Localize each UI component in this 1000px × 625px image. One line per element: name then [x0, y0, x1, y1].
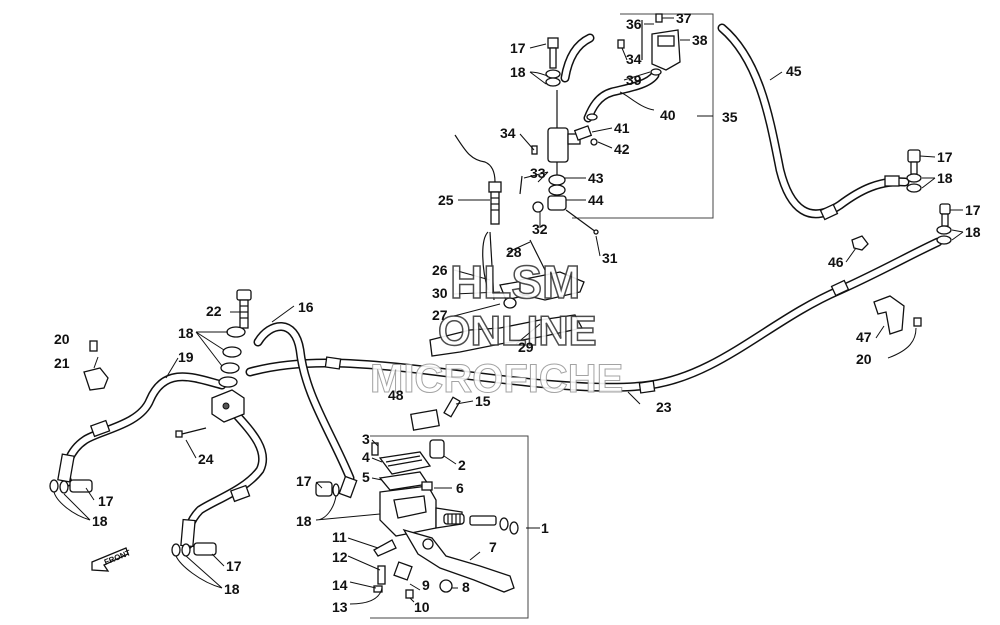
callout-17-master: 17: [296, 473, 312, 489]
callout-30: 30: [432, 285, 448, 301]
master-cylinder-assembly: [371, 396, 519, 599]
clip-46: [851, 235, 869, 251]
callout-18-left-bottom: 18: [224, 581, 240, 597]
callout-19: 19: [178, 349, 194, 365]
callout-39: 39: [626, 72, 642, 88]
callout-18-master: 18: [296, 513, 312, 529]
callout-33: 33: [530, 165, 546, 181]
callout-1: 1: [541, 520, 549, 536]
watermark-line-1: HLSM: [450, 256, 580, 308]
callout-14: 14: [332, 577, 348, 593]
callout-labels: 1 2 3 4 5 6 7 8 9 10 11 12 13 14 15 16 1…: [54, 10, 981, 615]
callout-44: 44: [588, 192, 604, 208]
callout-43: 43: [588, 170, 604, 186]
callout-18-right-upper: 18: [937, 170, 953, 186]
callout-3: 3: [362, 431, 370, 447]
callout-23: 23: [656, 399, 672, 415]
callout-18-rear-master: 18: [510, 64, 526, 80]
callout-7: 7: [489, 539, 497, 555]
callout-26: 26: [432, 262, 448, 278]
callout-28: 28: [506, 244, 522, 260]
callout-27: 27: [432, 307, 448, 323]
brake-switch-25: [488, 181, 502, 225]
brake-junction-block: [211, 389, 245, 423]
callout-11: 11: [332, 529, 347, 545]
callout-21: 21: [54, 355, 70, 371]
callout-29: 29: [518, 339, 534, 355]
callout-17-left-bottom: 17: [226, 558, 242, 574]
callout-12: 12: [332, 549, 348, 565]
callout-2: 2: [458, 457, 466, 473]
banjo-bolt-22: [236, 289, 252, 329]
brake-hoses: [61, 23, 943, 550]
callout-20-left: 20: [54, 331, 70, 347]
fitting-17-right-lower: [936, 203, 952, 245]
fitting-17-right-upper: [906, 149, 922, 193]
watermark-line-3: MICROFICHE: [370, 357, 623, 401]
callout-17-right-lower: 17: [965, 202, 981, 218]
callout-17-right-upper: 17: [937, 149, 953, 165]
master-cylinder-group-bracket: [370, 435, 529, 619]
watermark-line-2: ONLINE: [438, 307, 597, 354]
bolt-24: [175, 427, 207, 438]
callout-46: 46: [828, 254, 844, 270]
callout-36: 36: [626, 16, 642, 32]
callout-42: 42: [614, 141, 630, 157]
callout-38: 38: [692, 32, 708, 48]
crush-washers-18: [218, 326, 246, 388]
callout-4: 4: [362, 449, 370, 465]
callout-16: 16: [298, 299, 314, 315]
fitting-17-left: [49, 479, 217, 557]
callout-5: 5: [362, 469, 370, 485]
bracket-47: [873, 295, 922, 335]
callout-17-left-top: 17: [98, 493, 114, 509]
watermark: HLSM ONLINE MICROFICHE: [370, 255, 624, 401]
callout-8: 8: [462, 579, 470, 595]
callout-6: 6: [456, 480, 464, 496]
callout-35: 35: [722, 109, 738, 125]
callout-31: 31: [602, 250, 618, 266]
callout-18-junction: 18: [178, 325, 194, 341]
callout-10: 10: [414, 599, 430, 615]
callout-15: 15: [475, 393, 491, 409]
callout-32: 32: [532, 221, 548, 237]
hose-ferrules: [57, 175, 900, 548]
clamp-21: [83, 340, 109, 391]
callout-24: 24: [198, 451, 214, 467]
callout-37: 37: [676, 10, 692, 26]
callout-13: 13: [332, 599, 348, 615]
callout-25: 25: [438, 192, 454, 208]
callout-45: 45: [786, 63, 802, 79]
callout-41: 41: [614, 120, 630, 136]
callout-22: 22: [206, 303, 222, 319]
callout-18-left-top: 18: [92, 513, 108, 529]
callout-18-right-lower: 18: [965, 224, 981, 240]
callout-48: 48: [388, 387, 404, 403]
callout-9: 9: [422, 577, 430, 593]
front-direction-arrow: FRONT: [91, 547, 132, 572]
callout-34-left: 34: [500, 125, 516, 141]
brake-pedal-linkage: [429, 231, 585, 357]
callout-17-rear-master: 17: [510, 40, 526, 56]
rear-master-cylinder-assembly: [519, 13, 681, 235]
callout-34-top: 34: [626, 51, 642, 67]
callout-leaders: [53, 17, 964, 605]
callout-20-right: 20: [856, 351, 872, 367]
callout-47: 47: [856, 329, 872, 345]
callout-40: 40: [660, 107, 676, 123]
